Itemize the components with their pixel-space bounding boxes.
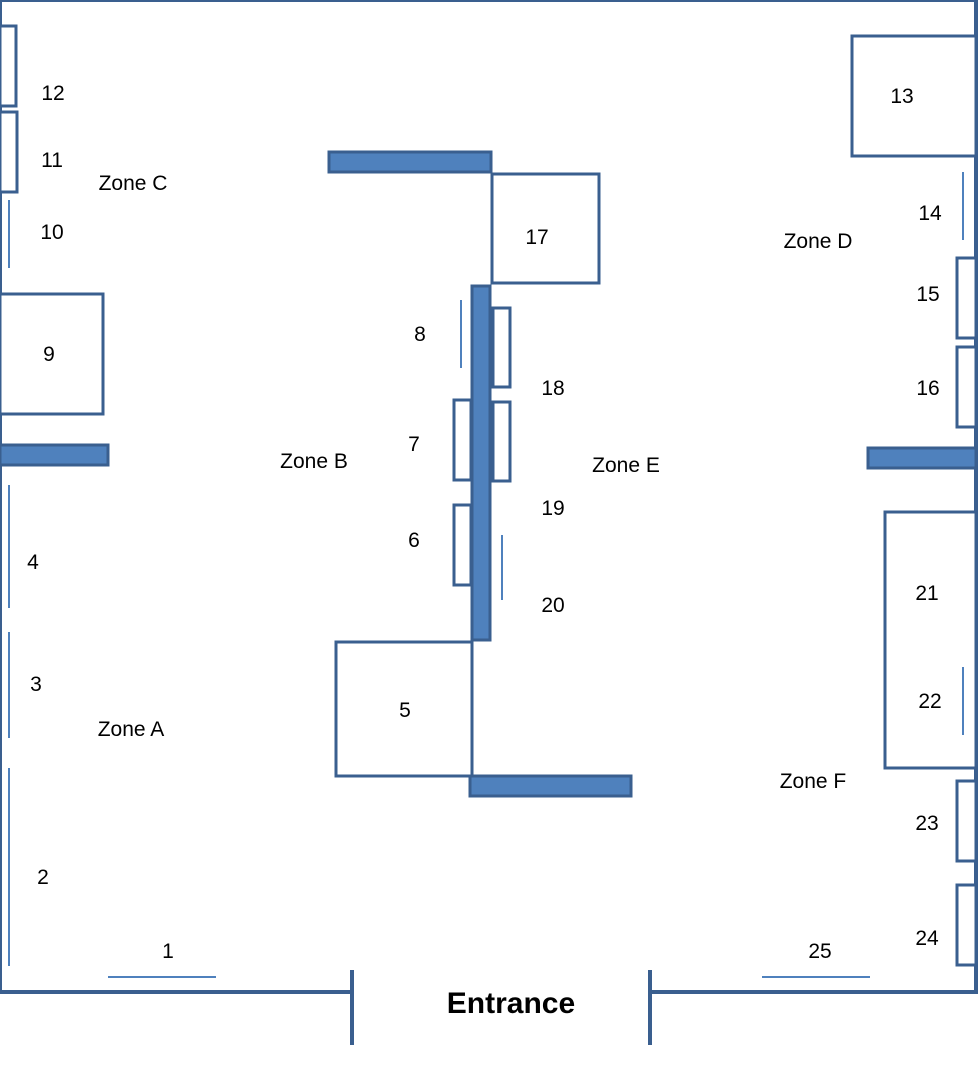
zone-label-f: Zone F — [780, 770, 847, 793]
divider-right — [866, 446, 978, 470]
spot-label-9: 9 — [43, 343, 55, 366]
spot-label-13: 13 — [890, 85, 913, 108]
spot-label-3: 3 — [30, 673, 42, 696]
spot-9-box — [0, 292, 105, 416]
divider-bottom-center — [468, 774, 633, 798]
spot-6-box — [452, 503, 473, 587]
spot-label-1: 1 — [162, 940, 174, 963]
spot-label-15: 15 — [916, 283, 939, 306]
spot-label-10: 10 — [40, 221, 63, 244]
spot-label-11: 11 — [41, 149, 63, 172]
spot-label-2: 2 — [37, 866, 49, 889]
spot-12-box — [0, 24, 18, 108]
spot-16-box — [955, 345, 978, 429]
spot-5-box — [334, 640, 474, 778]
spot-label-18: 18 — [541, 377, 564, 400]
spot-19-box — [491, 400, 512, 483]
spot-label-20: 20 — [541, 594, 564, 617]
zone-label-a: Zone A — [98, 718, 165, 741]
spot-11-box — [0, 110, 19, 194]
spot-7-box — [452, 398, 473, 482]
spot-label-8: 8 — [414, 323, 426, 346]
spot-label-5: 5 — [399, 699, 411, 722]
divider-center-spine — [470, 284, 492, 642]
spot-label-19: 19 — [541, 497, 564, 520]
spot-24-box — [955, 883, 978, 967]
spot-label-25: 25 — [808, 940, 831, 963]
spot-label-12: 12 — [41, 82, 64, 105]
spot-label-6: 6 — [408, 529, 420, 552]
zone-label-c: Zone C — [99, 172, 168, 195]
zone-label-e: Zone E — [592, 454, 660, 477]
zone-label-b: Zone B — [280, 450, 348, 473]
divider-top-center — [327, 150, 493, 174]
spot-label-21: 21 — [915, 582, 938, 605]
spot-18-box — [491, 306, 512, 389]
outer-wall-left — [0, 0, 352, 994]
spot-label-16: 16 — [916, 377, 939, 400]
spot-label-14: 14 — [918, 202, 942, 225]
spot-label-23: 23 — [915, 812, 938, 835]
spot-label-22: 22 — [918, 690, 941, 713]
spot-label-24: 24 — [915, 927, 939, 950]
spot-13-box — [850, 34, 978, 158]
spot-label-4: 4 — [27, 551, 39, 574]
spot-21-22-box — [883, 510, 978, 770]
outer-wall-top-right — [0, 0, 978, 994]
entrance-label: Entrance — [447, 987, 575, 1020]
spot-label-7: 7 — [408, 433, 420, 456]
divider-left — [0, 443, 110, 467]
spot-label-17: 17 — [525, 226, 548, 249]
spot-23-box — [955, 779, 978, 863]
spot-17-box — [490, 172, 601, 285]
spot-15-box — [955, 256, 978, 340]
zone-label-d: Zone D — [784, 230, 853, 253]
